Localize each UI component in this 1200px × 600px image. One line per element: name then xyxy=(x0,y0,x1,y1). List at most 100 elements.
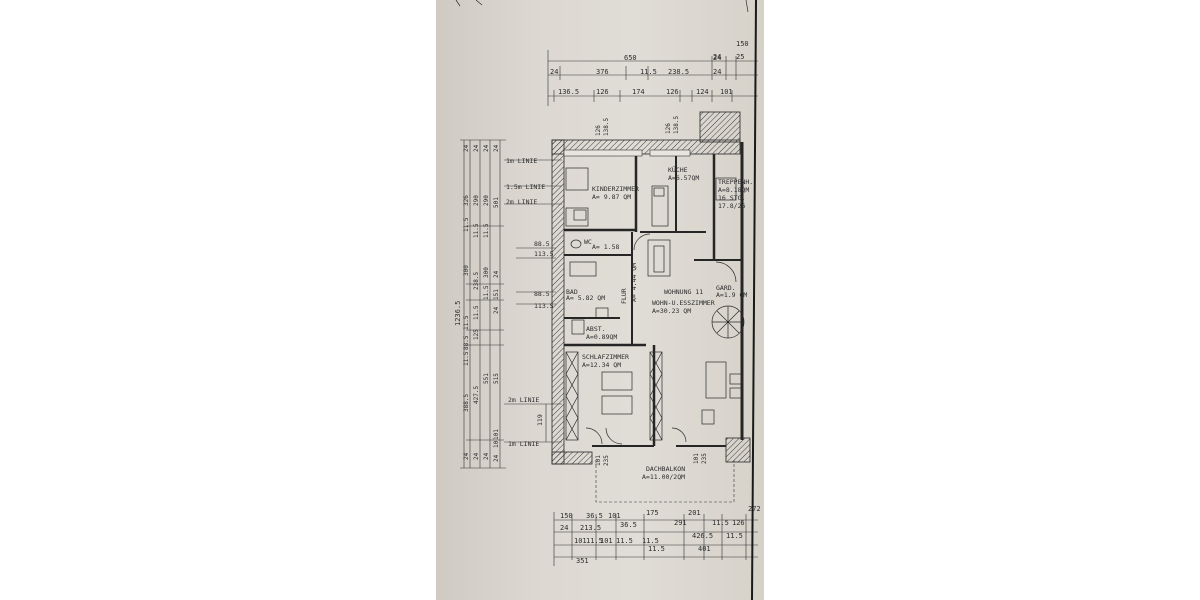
dim-text: 11.5 xyxy=(586,537,603,545)
dim-text: 101 xyxy=(493,429,500,440)
room-area: A=8.18QM xyxy=(718,186,749,194)
dim-text: 376 xyxy=(596,68,609,76)
dim-text: 24 xyxy=(713,54,721,62)
walls xyxy=(551,111,751,465)
dim-text: 126 xyxy=(732,519,745,527)
clipped-top-mark xyxy=(455,0,483,7)
dim-text: 126 xyxy=(666,88,679,96)
dim-text: 213.5 xyxy=(580,524,601,532)
dim-text: 113.5 xyxy=(534,250,554,258)
dim-text: 124 xyxy=(696,88,709,96)
dim-text: 300 xyxy=(483,267,490,278)
dim-text: 126 xyxy=(595,125,602,136)
dim-text: 126 xyxy=(665,123,672,134)
room-name: SCHLAFZIMMER xyxy=(582,353,629,361)
dim-text: 24 xyxy=(483,144,490,152)
dim-text: 1236.5 xyxy=(454,301,462,326)
room-name: GARD. xyxy=(716,284,736,292)
dim-text: 351 xyxy=(576,557,589,565)
dim-text: 11.5 xyxy=(640,68,657,76)
dim-text: 174 xyxy=(632,88,645,96)
dim-text: 11.5 xyxy=(712,519,729,527)
room-name: DACHBALKON xyxy=(646,465,685,473)
dim-text: 11.5 xyxy=(483,285,490,300)
dim-text: 24 xyxy=(483,452,490,460)
dim-text: 24 xyxy=(493,144,500,152)
dim-text: 551 xyxy=(483,373,490,384)
dim-text: 136.5 xyxy=(558,88,579,96)
dim-text: 515 xyxy=(493,373,500,384)
plan-sheet: 650 24 150 24 376 11.5 238.5 24 24 25 13… xyxy=(436,0,764,600)
room-area: A=0.89QM xyxy=(586,333,617,341)
room-name: WC xyxy=(584,238,592,246)
room-area: A= 9.87 QM xyxy=(592,193,631,201)
dim-text: 11.5 xyxy=(616,537,633,545)
room-name: ABST. xyxy=(586,325,606,333)
dim-text: 272 xyxy=(748,505,761,513)
dim-text: 151 xyxy=(493,289,500,300)
room-name: KINDERZIMMER xyxy=(592,185,639,193)
binder-edge xyxy=(751,0,757,600)
dim-text: 201 xyxy=(688,509,701,517)
dim-text: 101 xyxy=(693,453,700,464)
room-area: A=6.57QM xyxy=(668,174,699,182)
dim-text: 11.5 xyxy=(463,217,470,232)
dim-text: 88.5 xyxy=(534,240,550,248)
dim-text: 235 xyxy=(603,455,610,466)
dim-text: 326 xyxy=(463,195,470,206)
dim-text: 24 xyxy=(550,68,558,76)
level-label: 2m LINIE xyxy=(508,396,539,404)
dim-text: 101 xyxy=(595,455,602,466)
dim-text: 119 xyxy=(536,414,544,426)
furniture xyxy=(565,167,745,445)
dim-text: 11.5 xyxy=(463,315,470,330)
dim-text: 113.5 xyxy=(534,302,554,310)
top-dimensions: 650 24 150 24 376 11.5 238.5 24 24 25 13… xyxy=(547,40,758,136)
dim-text: 11.5 xyxy=(473,305,480,320)
room-area: A= 4.44 QM xyxy=(630,263,638,302)
dim-text: 138.5 xyxy=(603,118,610,136)
dim-text: 24 xyxy=(473,452,480,460)
dim-text: 101 xyxy=(608,512,621,520)
dim-text: 88.5 xyxy=(534,290,550,298)
room-area: A=11.00/2QM xyxy=(642,473,685,481)
dim-text: 291 xyxy=(674,519,687,527)
dim-text: 24 xyxy=(713,53,721,61)
dim-text: 401 xyxy=(698,545,711,553)
dim-text: 24 xyxy=(463,452,470,460)
room-name: BAD xyxy=(566,288,578,296)
floor-plan: 650 24 150 24 376 11.5 238.5 24 24 25 13… xyxy=(454,0,761,600)
level-lines: 1m LINIE 1.5m LINIE 2m LINIE 2m LINIE 1m… xyxy=(504,157,562,448)
room-area: A=30.23 QM xyxy=(652,307,691,315)
left-dimensions: 1236.5 24 326 11.5 300 11.5 88.5 11.5 38… xyxy=(454,139,506,469)
dim-text: 11.5 xyxy=(473,223,480,238)
dim-text: 24 xyxy=(463,144,470,152)
room-labels: KINDERZIMMER A= 9.87 QM KÜCHE A=6.57QM T… xyxy=(566,165,753,481)
room-ratio: 17.8/26 xyxy=(718,202,745,210)
dim-text: 300 xyxy=(463,265,470,276)
dim-text: 24 xyxy=(560,524,568,532)
room-area: A=1.9 QM xyxy=(716,291,747,299)
dim-text: 501 xyxy=(493,197,500,208)
room-area: A= 1.58 xyxy=(592,243,619,251)
dim-text: 138.5 xyxy=(673,116,680,134)
room-area: A= 5.82 QM xyxy=(566,294,605,302)
room-name: WOHN-U.ESSZIMMER xyxy=(652,299,715,307)
dim-text: 125 xyxy=(473,329,480,340)
room-name: KÜCHE xyxy=(668,165,688,174)
level-label: 1m LINIE xyxy=(508,440,539,448)
dim-text: 11.5 xyxy=(648,545,665,553)
dim-text: 24 xyxy=(493,306,500,314)
dim-text: 36.5 xyxy=(586,512,603,520)
dim-text: 388.5 xyxy=(463,394,470,412)
level-label: 1.5m LINIE xyxy=(506,183,545,191)
dim-text: 101 xyxy=(720,88,733,96)
dim-text: 426.5 xyxy=(692,532,713,540)
dim-text: 238.5 xyxy=(668,68,689,76)
dim-text: 101 xyxy=(574,537,587,545)
dim-text: 11.5 xyxy=(726,532,743,540)
dim-text: 24 xyxy=(473,144,480,152)
dim-text: 150 xyxy=(560,512,573,520)
dim-text: 88.5 xyxy=(463,335,470,350)
dim-text: 36.5 xyxy=(620,521,637,529)
